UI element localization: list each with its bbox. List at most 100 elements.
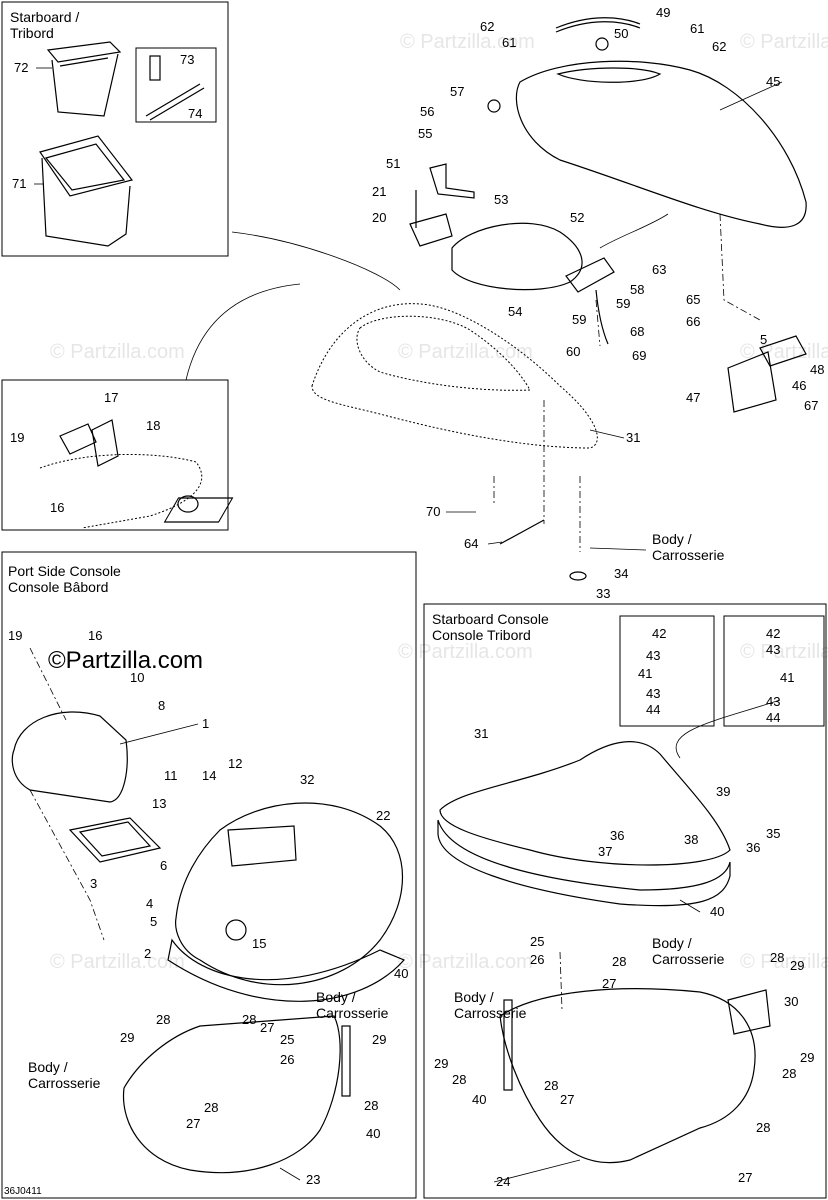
section-title-port-line1: Port Side Console	[8, 563, 121, 579]
callout-40: 40	[366, 1126, 380, 1141]
callout-64: 64	[464, 536, 478, 551]
fitting-sub-box	[135, 47, 217, 123]
drawing-code: 36J0411	[4, 1186, 42, 1197]
callout-62: 62	[480, 19, 494, 34]
section-title-port-line2: Console Bâbord	[8, 579, 108, 595]
callout-31: 31	[626, 430, 640, 445]
callout-56: 56	[420, 104, 434, 119]
callout-69: 69	[632, 348, 646, 363]
section-title-stbd-console-line1: Starboard Console	[432, 611, 549, 627]
body-label-stbd-lower-1: Body /	[454, 989, 494, 1005]
callout-25: 25	[280, 1032, 294, 1047]
callout-40: 40	[394, 966, 408, 981]
callout-40: 40	[472, 1092, 486, 1107]
callout-43: 43	[646, 686, 660, 701]
callout-52: 52	[570, 210, 584, 225]
callout-28: 28	[544, 1078, 558, 1093]
bracket-51	[429, 163, 475, 199]
storage-bin-71	[39, 135, 134, 247]
callout-30: 30	[784, 994, 798, 1009]
callout-55: 55	[418, 126, 432, 141]
watermark-left: © Partzilla.com	[50, 341, 185, 363]
callout-73: 73	[180, 52, 194, 67]
callout-27: 27	[260, 1020, 274, 1035]
callout-16: 16	[50, 500, 64, 515]
callout-23: 23	[306, 1172, 320, 1187]
callout-28: 28	[782, 1066, 796, 1081]
plate-70	[163, 497, 234, 523]
callout-72: 72	[14, 60, 28, 75]
callout-16: 16	[88, 628, 102, 643]
callout-39: 39	[716, 784, 730, 799]
plug-57	[487, 99, 501, 113]
callout-53: 53	[494, 192, 508, 207]
callout-66: 66	[686, 314, 700, 329]
starboard-console-box	[423, 603, 827, 1199]
watermark-mid-lower: © Partzilla.com	[398, 641, 533, 663]
callout-33: 33	[596, 586, 610, 601]
strip-40-port	[341, 1025, 351, 1097]
starboard-tribord-box	[1, 1, 229, 257]
callout-42: 42	[652, 626, 666, 641]
callout-14: 14	[202, 768, 216, 783]
callout-32: 32	[300, 772, 314, 787]
callout-54: 54	[508, 304, 522, 319]
callout-58: 58	[630, 282, 644, 297]
body-label-port-left-2: Carrosserie	[28, 1075, 101, 1091]
body-label-stbd-upper-2: Carrosserie	[652, 951, 725, 967]
watermark-right-lower: © Partzilla.com	[740, 641, 828, 663]
callout-12: 12	[228, 756, 242, 771]
callout-51: 51	[386, 156, 400, 171]
callout-45: 45	[766, 74, 780, 89]
callout-19: 19	[8, 628, 22, 643]
callout-20: 20	[372, 210, 386, 225]
console-32	[175, 802, 404, 986]
body-label-port-left-1: Body /	[28, 1059, 68, 1075]
callout-41: 41	[780, 670, 794, 685]
callout-44: 44	[646, 702, 660, 717]
spring-64	[499, 519, 545, 545]
callout-62: 62	[712, 39, 726, 54]
latch-20	[409, 190, 453, 247]
callout-42: 42	[766, 626, 780, 641]
console-31-dotted	[311, 303, 598, 449]
callout-29: 29	[434, 1056, 448, 1071]
callout-31: 31	[474, 726, 488, 741]
callout-28: 28	[242, 1012, 256, 1027]
bracket-detail-box-2	[723, 615, 825, 727]
watermark-bottom-left: © Partzilla.com	[50, 951, 185, 973]
callout-27: 27	[602, 976, 616, 991]
plate-48	[759, 335, 807, 367]
callout-35: 35	[766, 826, 780, 841]
callout-38: 38	[684, 832, 698, 847]
washer-34	[569, 571, 587, 581]
callout-11: 11	[164, 768, 178, 783]
callout-50: 50	[614, 26, 628, 41]
liner-40-port	[167, 938, 406, 1002]
body-label-port-right-2: Carrosserie	[316, 1005, 389, 1021]
callout-34: 34	[614, 566, 628, 581]
section-title-stbd-console-line2: Console Tribord	[432, 627, 531, 643]
callout-28: 28	[364, 1098, 378, 1113]
watermark-bottom-mid: © Partzilla.com	[398, 951, 533, 973]
callout-44: 44	[766, 710, 780, 725]
watermark-bottom-right: © Partzilla.com	[740, 951, 828, 973]
callout-1: 1	[202, 716, 209, 731]
callout-47: 47	[686, 390, 700, 405]
callout-61: 61	[502, 35, 516, 50]
callout-61: 61	[690, 21, 704, 36]
callout-60: 60	[566, 344, 580, 359]
strap-49	[555, 17, 641, 33]
bracket-detail-box-1	[619, 615, 715, 727]
callout-28: 28	[156, 1012, 170, 1027]
callout-40: 40	[710, 904, 724, 919]
glove-box-lid-1	[11, 711, 128, 803]
callout-41: 41	[638, 666, 652, 681]
tray-23	[122, 1015, 341, 1174]
watermark-mid: © Partzilla.com	[398, 341, 533, 363]
fuel-filler-detail-box	[1, 379, 229, 531]
callout-10: 10	[130, 670, 144, 685]
callout-28: 28	[756, 1120, 770, 1135]
callout-26: 26	[280, 1052, 294, 1067]
